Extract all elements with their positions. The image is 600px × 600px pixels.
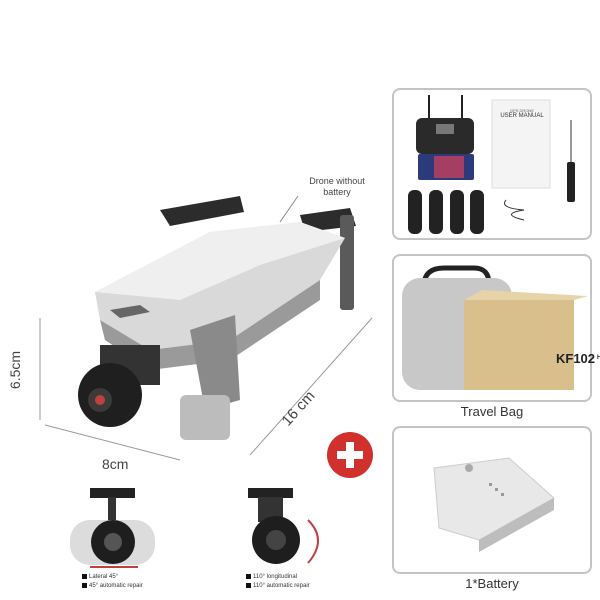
travel-bag-panel: KF102 HD: [392, 254, 600, 402]
length-dimension-line: [249, 317, 373, 456]
gimbal-longitudinal-image: [248, 488, 319, 564]
box-model: KF102: [556, 351, 596, 366]
gimbal-left-notes: Lateral 45° 45° automatic repair: [82, 573, 143, 591]
remote-controller: [416, 118, 474, 154]
product-box: [464, 300, 574, 390]
drone-label: Drone without battery: [309, 176, 365, 197]
rear-leg: [340, 215, 354, 310]
note-lateral-repair: 45° automatic repair: [89, 583, 143, 589]
battery: [433, 457, 555, 541]
battery-caption: 1*Battery: [465, 576, 519, 591]
note-lateral: Lateral 45°: [89, 574, 119, 580]
accessories-image: [408, 95, 575, 234]
travel-bag-image: [402, 265, 588, 390]
width-label: 8cm: [102, 456, 129, 472]
gimbal-right-notes: 110° longitudinal 110° automatic repair: [246, 573, 310, 591]
width-dimension-line: [44, 424, 181, 461]
drone-illustration: [39, 195, 373, 478]
label-leader-line: [279, 195, 299, 223]
manual-subtitle: USER MANUAL: [500, 113, 544, 119]
gimbal-lateral-image: [70, 488, 155, 568]
usb-cable: [504, 199, 525, 221]
accessories-panel: GPS DRONE USER MANUAL: [392, 88, 592, 240]
travel-bag-caption: Travel Bag: [460, 404, 524, 419]
plus-icon: [327, 432, 373, 478]
user-manual: [491, 99, 551, 189]
propellers: [408, 190, 484, 234]
note-longitudinal: 110° longitudinal: [253, 574, 297, 580]
box-badge: HD: [597, 355, 600, 361]
battery-image: [433, 457, 555, 552]
battery-panel: [392, 426, 592, 574]
screwdriver: [567, 162, 575, 202]
height-label: 6.5cm: [7, 350, 24, 390]
note-longitudinal-repair: 110° automatic repair: [253, 583, 310, 589]
front-leg: [180, 395, 230, 440]
manual-title: GPS DRONE: [509, 108, 534, 113]
rear-propeller: [160, 196, 244, 226]
front-arm: [190, 315, 240, 410]
